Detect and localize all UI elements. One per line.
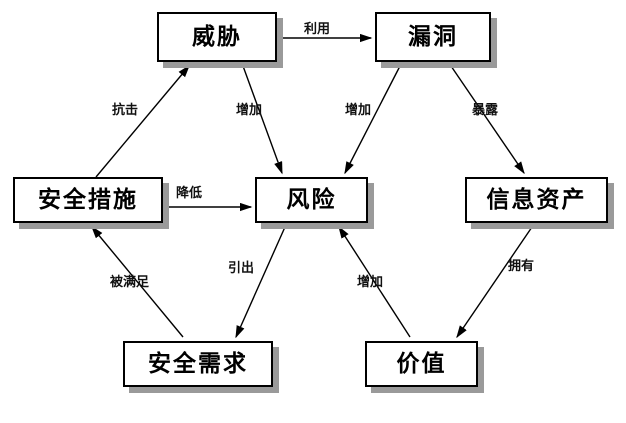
node-label-safeguard: 安全措施 (38, 186, 138, 213)
edge-label-risk-derives-requirement: 引出 (228, 261, 255, 276)
node-label-vulnerability: 漏洞 (408, 23, 458, 50)
node-vulnerability[interactable]: 漏洞 (375, 12, 491, 62)
node-value[interactable]: 价值 (365, 341, 478, 387)
edge-label-asset-owns-value: 拥有 (508, 259, 535, 274)
node-requirement[interactable]: 安全需求 (123, 341, 273, 387)
node-label-requirement: 安全需求 (148, 350, 248, 377)
node-threat[interactable]: 威胁 (157, 12, 277, 62)
edge-label-vulnerability-exposes-asset: 暴露 (472, 103, 499, 118)
node-asset[interactable]: 信息资产 (465, 177, 608, 223)
edge-label-safeguard-reduces-risk: 降低 (176, 186, 203, 201)
edge-label-value-increases-risk: 增加 (357, 275, 384, 290)
edge-label-threat-increases-risk: 增加 (236, 103, 263, 118)
edge-vulnerability-exposes-asset (450, 65, 525, 175)
edge-label-vulnerability-increases-risk: 增加 (345, 103, 372, 118)
edge-label-safeguard-resists-threat: 抗击 (112, 103, 139, 118)
edge-safeguard-resists-threat (95, 64, 190, 178)
node-label-threat: 威胁 (192, 23, 242, 50)
edge-vulnerability-increases-risk (344, 65, 401, 175)
edge-asset-owns-value (456, 226, 533, 339)
edge-label-requirement-satisfies-safeguard: 被满足 (110, 275, 150, 290)
edge-threat-increases-risk (242, 65, 283, 175)
node-label-asset: 信息资产 (486, 186, 587, 213)
node-safeguard[interactable]: 安全措施 (13, 177, 163, 223)
edge-label-threat-exploits-vulnerability: 利用 (304, 22, 331, 37)
node-risk[interactable]: 风险 (255, 177, 368, 223)
node-label-value: 价值 (396, 350, 447, 377)
node-label-risk: 风险 (286, 186, 337, 213)
edge-risk-derives-requirement (235, 226, 286, 339)
